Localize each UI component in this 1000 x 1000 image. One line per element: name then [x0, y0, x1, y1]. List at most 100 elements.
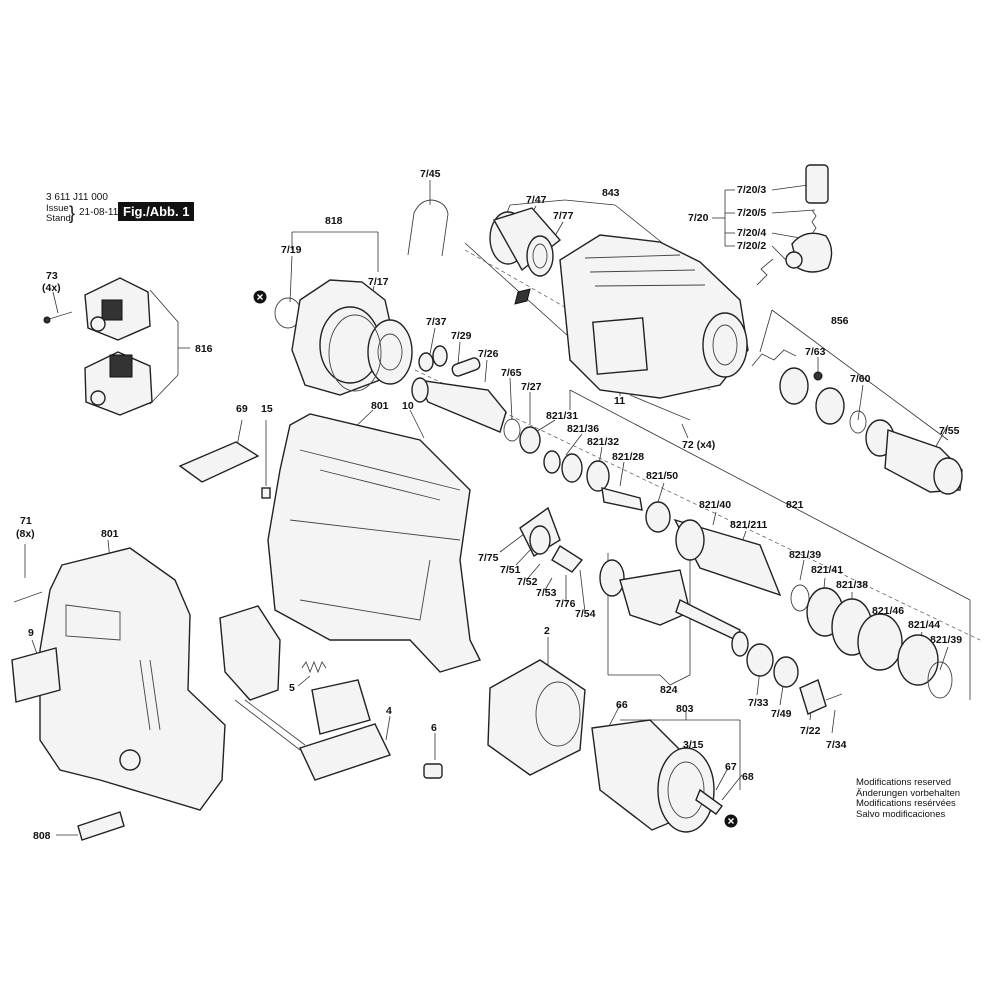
label-7-27: 7/27 — [521, 381, 542, 393]
label-821-38: 821/38 — [836, 579, 868, 591]
housing-screw-small — [13, 591, 43, 603]
cover-plate — [178, 441, 260, 483]
label-7-55: 7/55 — [939, 425, 960, 437]
label-7-20: 7/20 — [688, 212, 709, 224]
label-821-39-a: 821/39 — [789, 549, 821, 561]
label-808: 808 — [33, 830, 51, 842]
label-3-15: 3/15 — [683, 739, 704, 751]
housing-screw — [629, 394, 691, 421]
pin-part — [261, 487, 271, 499]
label-821-44: 821/44 — [908, 619, 940, 631]
clip-part — [407, 199, 449, 257]
armature — [591, 719, 723, 833]
linkage-parts — [519, 506, 584, 573]
label-816: 816 — [195, 343, 213, 355]
lock-mechanism — [756, 164, 833, 286]
modifications-line-de: Änderungen vorbehalten — [856, 787, 961, 799]
label-9: 9 — [28, 627, 34, 639]
label-7-29: 7/29 — [451, 330, 472, 342]
label-843: 843 — [602, 187, 620, 199]
label-7-52: 7/52 — [517, 576, 538, 588]
brace: } — [69, 203, 76, 223]
label-7-20-3: 7/20/3 — [737, 184, 766, 196]
label-71-qty: (8x) — [16, 528, 35, 540]
switch-part — [219, 605, 306, 751]
label-2: 2 — [544, 625, 550, 637]
label-7-37: 7/37 — [426, 316, 447, 328]
label-71: 71 — [20, 515, 32, 527]
label-15: 15 — [261, 403, 273, 415]
label-sheet — [11, 647, 61, 703]
stator-ring — [487, 659, 586, 776]
label-7-47: 7/47 — [526, 194, 547, 206]
label-5: 5 — [289, 682, 295, 694]
rating-label — [77, 811, 125, 841]
label-7-51: 7/51 — [500, 564, 521, 576]
label-7-20-2: 7/20/2 — [737, 240, 766, 252]
label-7-17: 7/17 — [368, 276, 389, 288]
label-11: 11 — [614, 395, 625, 407]
label-7-26: 7/26 — [478, 348, 499, 360]
label-801-top: 801 — [371, 400, 389, 412]
main-housing — [267, 413, 481, 673]
sleeve-parts — [489, 207, 562, 305]
label-7-77: 7/77 — [553, 210, 574, 222]
battery-interface — [299, 679, 391, 781]
issue-date: 21-08-11 — [79, 207, 119, 218]
label-821-211: 821/211 — [730, 519, 768, 531]
label-821-50: 821/50 — [646, 470, 678, 482]
label-7-63: 7/63 — [805, 346, 826, 358]
label-824: 824 — [660, 684, 678, 696]
label-821-28: 821/28 — [612, 451, 644, 463]
label-821-32: 821/32 — [587, 436, 619, 448]
modifications-line-fr: Modifications resérvées — [856, 798, 956, 809]
label-7-19: 7/19 — [281, 244, 302, 256]
piston-parts — [411, 345, 541, 454]
label-7-76: 7/76 — [555, 598, 576, 610]
gear-shaft-parts — [543, 450, 953, 699]
label-69: 69 — [236, 403, 248, 415]
modifications-note: Modifications reserved Änderungen vorbeh… — [856, 777, 961, 820]
label-821-41: 821/41 — [811, 564, 843, 576]
label-73: 73 — [46, 270, 58, 282]
label-7-20-4: 7/20/4 — [737, 227, 766, 239]
label-7-60: 7/60 — [850, 373, 871, 385]
label-818: 818 — [325, 215, 343, 227]
label-7-53: 7/53 — [536, 587, 557, 599]
handle-housing — [39, 547, 226, 811]
label-66: 66 — [616, 699, 628, 711]
label-7-22: 7/22 — [800, 725, 821, 737]
label-803: 803 — [676, 703, 694, 715]
label-7-45: 7/45 — [420, 168, 441, 180]
assembly-marker-icon — [253, 290, 267, 304]
label-821-46: 821/46 — [872, 605, 904, 617]
chuck-parts — [751, 349, 963, 495]
label-821-39-b: 821/39 — [930, 634, 962, 646]
label-72: 72 (x4) — [682, 439, 715, 451]
issue-label: Issue — [46, 203, 69, 214]
label-7-65: 7/65 — [501, 367, 522, 379]
label-10: 10 — [402, 400, 414, 412]
label-821-40: 821/40 — [699, 499, 731, 511]
gearbox-housing — [559, 234, 749, 399]
assembly-marker-icon-2 — [724, 814, 738, 828]
modifications-line-en: Modifications reserved — [856, 777, 952, 788]
bearing-housing — [274, 279, 413, 396]
label-68: 68 — [742, 771, 754, 783]
brush-holders — [43, 277, 153, 416]
stand-label: Stand — [46, 213, 71, 224]
spring-part — [301, 660, 327, 674]
part-labels: 7/45 843 7/47 7/77 7/20 7/20/3 7/20/5 7/… — [16, 168, 962, 842]
intermediate-shaft — [599, 559, 749, 657]
label-821: 821 — [786, 499, 804, 511]
label-7-20-5: 7/20/5 — [737, 207, 766, 219]
label-801-bottom: 801 — [101, 528, 119, 540]
label-856: 856 — [831, 315, 849, 327]
small-cap-part — [423, 763, 443, 779]
label-7-33: 7/33 — [748, 697, 769, 709]
label-7-49: 7/49 — [771, 708, 792, 720]
label-67: 67 — [725, 761, 737, 773]
doc-number: 3 611 J11 000 — [46, 192, 108, 203]
bearing-parts — [746, 643, 843, 715]
